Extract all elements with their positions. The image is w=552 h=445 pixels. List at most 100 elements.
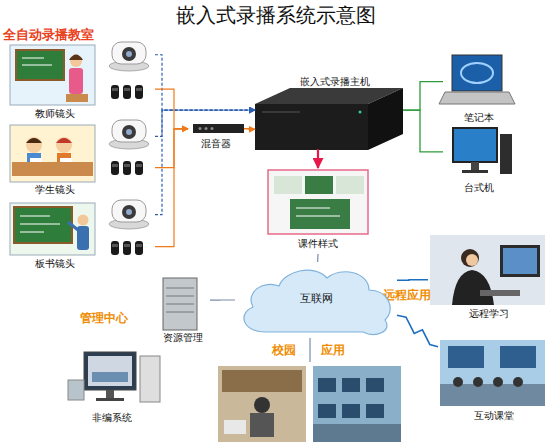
- camera-symbols-part: [109, 200, 149, 229]
- teacher-scene-illustration-part: [10, 45, 95, 105]
- connector: [397, 279, 428, 281]
- section-heading: 全自动录播教室: [3, 27, 94, 43]
- editing-workstation-illustration-part: [88, 356, 132, 386]
- remote-learning-photo-part: [452, 270, 494, 305]
- connector: [155, 89, 188, 129]
- node-label: 笔记本: [443, 112, 515, 124]
- host-device-part: [255, 104, 368, 150]
- connector: [397, 315, 438, 347]
- desktop-illustration-part: [500, 134, 512, 174]
- node-label: 混音器: [188, 138, 244, 150]
- remote-learning-node: 远程学习: [428, 232, 546, 322]
- connector: [155, 110, 255, 215]
- server-illustration-part: [166, 296, 194, 297]
- server-illustration: [163, 278, 197, 330]
- mixer-device-part: [205, 127, 208, 130]
- courseware-thumbnail-part: [305, 176, 333, 194]
- camera-source-node: 教师镜头: [5, 40, 155, 122]
- node-label: 非编系统: [62, 412, 162, 424]
- editing-workstation-illustration-part: [92, 372, 128, 382]
- interactive-class-photo-part: [473, 377, 483, 387]
- interactive-class-photo-part: [453, 377, 463, 387]
- blackboard-scene-illustration-part: [20, 232, 44, 233]
- connector: [403, 110, 443, 152]
- courseware-thumbnail-part: [296, 208, 330, 209]
- mixer-device-part: [211, 127, 214, 130]
- desktop-illustration-part: [471, 162, 479, 170]
- student-scene-illustration-part: [10, 125, 95, 182]
- blackboard-scene-illustration-part: [78, 215, 89, 226]
- microphone-symbols-part: [111, 161, 143, 175]
- host-device: [255, 88, 403, 150]
- blackboard-scene-illustration-part: [20, 216, 50, 217]
- remote-learning-photo-part: [503, 248, 537, 274]
- courseware-thumbnail-part: [290, 199, 350, 229]
- camera-source-node: 学生镜头: [5, 122, 155, 198]
- desktop-illustration-part: [462, 170, 488, 173]
- laptop-illustration-part: [452, 55, 502, 91]
- teacher-scene-illustration-part: [69, 55, 83, 61]
- mixer-device: [193, 124, 244, 133]
- student-scene-illustration-part: [60, 158, 72, 162]
- node-label: 学生镜头: [10, 184, 100, 196]
- campus-photos-part: [342, 378, 360, 392]
- student-scene-illustration-part: [30, 158, 42, 162]
- node-label: 板书镜头: [10, 258, 100, 270]
- student-scene-illustration-part: [26, 137, 42, 153]
- node-label: 资源管理: [155, 332, 210, 344]
- teacher-scene-illustration-part: [16, 50, 64, 80]
- campus-photos: [218, 366, 401, 442]
- campus-photos-part: [222, 370, 302, 392]
- connector: [155, 129, 188, 168]
- teacher-scene-illustration: [10, 45, 95, 105]
- campus-photos-part: [254, 397, 270, 413]
- student-scene-illustration-part: [57, 153, 71, 163]
- connector: [155, 129, 188, 247]
- connector: [210, 299, 235, 300]
- campus-photos-part: [313, 424, 401, 442]
- microphone-symbols-part: [111, 85, 143, 99]
- student-scene-illustration: [10, 125, 95, 182]
- editing-workstation-illustration-part: [106, 390, 114, 398]
- editing-workstation-illustration-part: [68, 380, 84, 400]
- node-label: 互联网: [235, 292, 397, 305]
- node-label: 课件样式: [266, 238, 370, 250]
- blackboard-scene-illustration-part: [20, 224, 60, 225]
- editing-system-node: 非编系统: [62, 348, 162, 428]
- camera-symbols: [109, 42, 149, 229]
- interactive-class-photo-part: [448, 346, 484, 368]
- courseware-thumbnail-part: [268, 170, 368, 234]
- courseware-node: 课件样式: [266, 168, 370, 254]
- interactive-class-photo-part: [440, 340, 545, 406]
- laptop-illustration-part: [461, 63, 493, 83]
- connector: [317, 150, 320, 168]
- blackboard-scene-illustration-part: [14, 207, 72, 243]
- server-illustration-part: [163, 278, 197, 330]
- node-label: 台式机: [443, 182, 515, 194]
- blackboard-scene-illustration: [10, 203, 95, 255]
- blackboard-scene-illustration-part: [77, 226, 89, 250]
- connector: [403, 82, 443, 110]
- remote-learning-photo-part: [461, 249, 479, 267]
- campus-photos-part: [218, 366, 306, 442]
- area-label: 远程应用: [383, 288, 431, 302]
- node-label: 教师镜头: [10, 108, 100, 120]
- student-scene-illustration-part: [56, 138, 72, 143]
- server-illustration-part: [166, 304, 194, 305]
- blackboard-scene-illustration-part: [68, 222, 78, 230]
- student-scene-illustration-part: [12, 162, 93, 176]
- courseware-thumbnail-part: [296, 216, 340, 217]
- interactive-class-node: 互动课堂: [438, 338, 546, 426]
- internet-cloud: 互联网: [235, 262, 397, 338]
- campus-photos-part: [318, 404, 336, 418]
- campus-photos-part: [342, 404, 360, 418]
- courseware-thumbnail: [268, 170, 368, 234]
- courseware-thumbnail-part: [336, 176, 364, 194]
- interactive-class-photo-part: [513, 377, 523, 387]
- campus-photos-part: [366, 378, 384, 392]
- interactive-class-photo-part: [500, 346, 536, 368]
- campus-photos-part: [366, 404, 384, 418]
- student-scene-illustration-part: [26, 138, 42, 143]
